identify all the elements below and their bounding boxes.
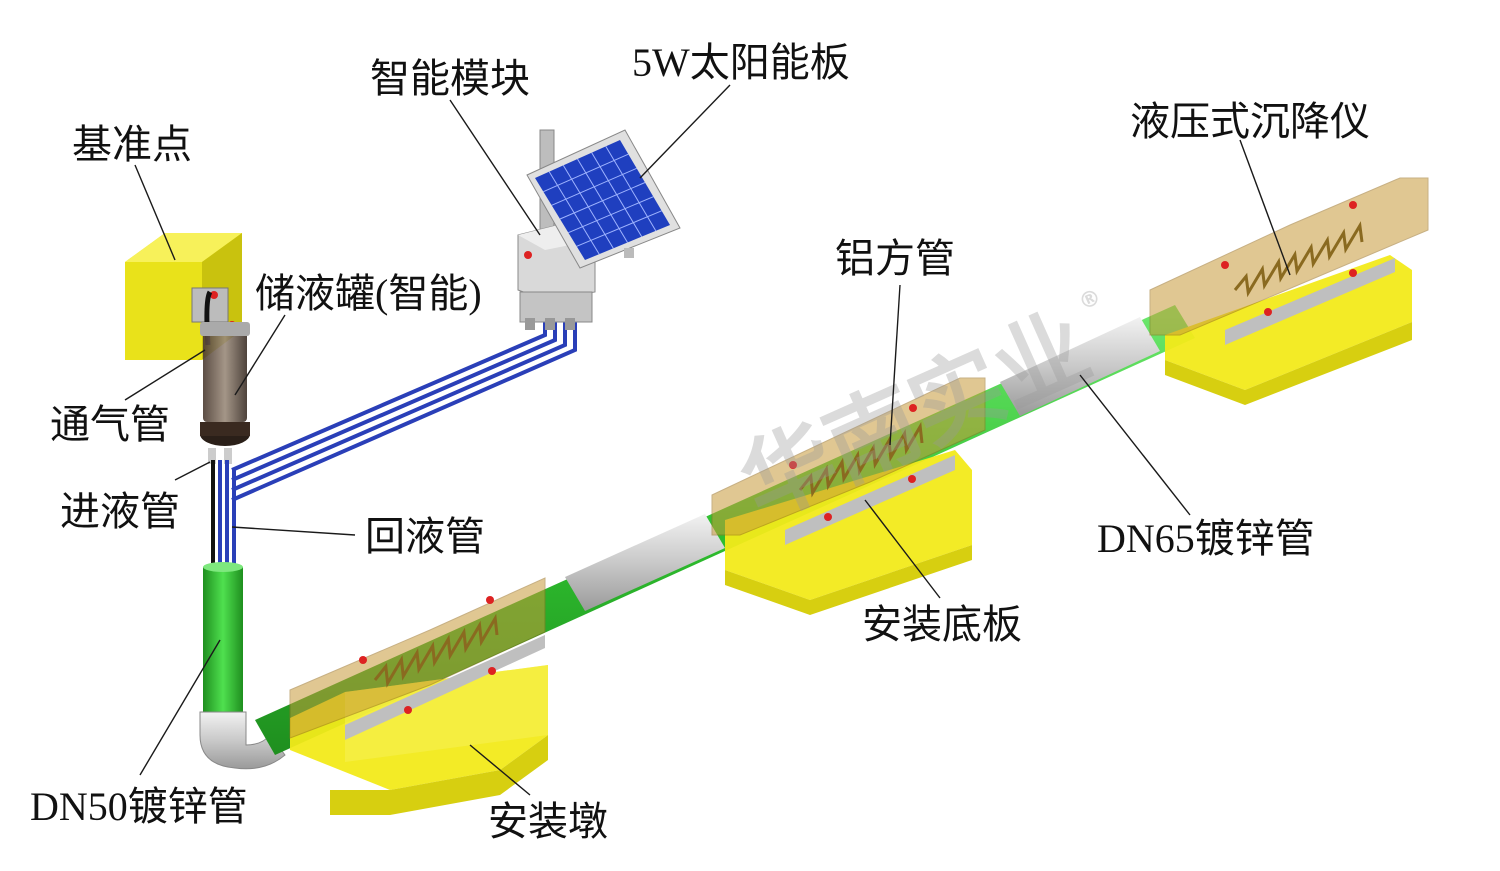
spring-1 bbox=[373, 613, 499, 688]
label-inlet-pipe: 进液管 bbox=[60, 489, 180, 534]
label-aluminum-tube: 铝方管 bbox=[835, 236, 955, 281]
dn50-pipe bbox=[199, 562, 286, 770]
tube-bundle bbox=[211, 460, 236, 575]
solar-panel bbox=[526, 129, 681, 269]
label-liquid-tank: 储液罐(智能) bbox=[255, 271, 482, 316]
leader-lines bbox=[124, 84, 1291, 796]
label-hydraulic-gauge: 液压式沉降仪 bbox=[1130, 99, 1370, 144]
watermark-mark: ® bbox=[1075, 284, 1105, 316]
spring-3 bbox=[1233, 221, 1364, 298]
liquid-tank bbox=[200, 290, 250, 464]
label-dn50-pipe: DN50镀锌管 bbox=[30, 784, 248, 829]
signal-tubes bbox=[231, 320, 577, 502]
label-mount-plate: 安装底板 bbox=[862, 602, 1022, 647]
label-vent-pipe: 通气管 bbox=[50, 402, 170, 447]
label-mount-pier: 安装墩 bbox=[488, 799, 608, 844]
spring-2 bbox=[798, 421, 924, 498]
label-dn65-pipe: DN65镀锌管 bbox=[1097, 516, 1315, 561]
label-benchmark: 基准点 bbox=[72, 122, 192, 167]
label-solar-panel: 5W太阳能板 bbox=[632, 40, 850, 85]
gauge-housing-2 bbox=[711, 377, 986, 545]
label-return-pipe: 回液管 bbox=[365, 514, 485, 559]
gauge-housing-3 bbox=[1149, 177, 1429, 345]
label-smart-module: 智能模块 bbox=[370, 56, 530, 101]
